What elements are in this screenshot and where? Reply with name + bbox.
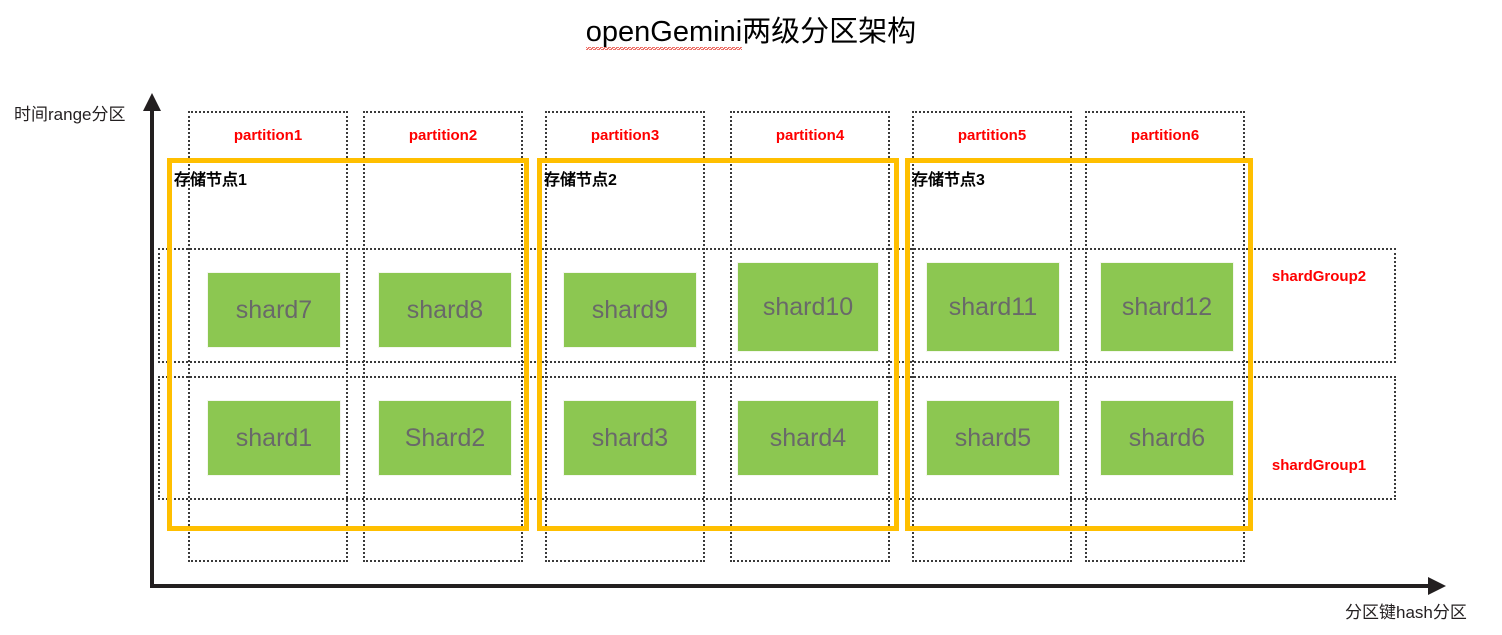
partition-column: partition2: [363, 111, 523, 562]
partition-column: partition1: [188, 111, 348, 562]
arrow-right-icon: [1428, 577, 1446, 595]
partition-label: partition3: [590, 127, 660, 144]
partition-label: partition2: [408, 127, 478, 144]
partition-column: partition4: [730, 111, 890, 562]
shard-box[interactable]: shard12: [1100, 262, 1234, 352]
shard-box[interactable]: shard1: [207, 400, 341, 476]
shard-box[interactable]: shard10: [737, 262, 879, 352]
shard-box[interactable]: shard6: [1100, 400, 1234, 476]
partition-label: partition4: [775, 127, 845, 144]
y-axis-label: 时间range分区: [14, 105, 126, 124]
shard-box[interactable]: shard5: [926, 400, 1060, 476]
arrow-up-icon: [143, 93, 161, 111]
page-title: openGemini两级分区架构: [0, 8, 1502, 50]
shard-box[interactable]: shard3: [563, 400, 697, 476]
storage-node-label: 存储节点2: [544, 172, 617, 189]
shard-box[interactable]: shard8: [378, 272, 512, 348]
shard-box[interactable]: Shard2: [378, 400, 512, 476]
x-axis-line: [150, 584, 1432, 588]
storage-node-box: [905, 158, 1253, 531]
partition-label: partition5: [957, 127, 1027, 144]
partition-label: partition1: [233, 127, 303, 144]
shard-box[interactable]: shard4: [737, 400, 879, 476]
shard-box[interactable]: shard9: [563, 272, 697, 348]
storage-node-box: [167, 158, 529, 531]
shard-group-label: shardGroup2: [1271, 268, 1367, 285]
shard-group-row: shardGroup1: [158, 376, 1396, 500]
shard-group-row: shardGroup2: [158, 248, 1396, 363]
x-axis-label: 分区键hash分区: [1345, 603, 1467, 622]
partition-column: partition3: [545, 111, 705, 562]
storage-node-label: 存储节点3: [912, 172, 985, 189]
title-cjk-part: 两级分区架构: [742, 16, 917, 48]
partition-column: partition5: [912, 111, 1072, 562]
shard-box[interactable]: shard7: [207, 272, 341, 348]
y-axis-line: [150, 108, 154, 588]
shard-group-label: shardGroup1: [1271, 457, 1367, 474]
title-latin-word: openGemini: [585, 16, 743, 50]
storage-node-label: 存储节点1: [174, 172, 247, 189]
partition-column: partition6: [1085, 111, 1245, 562]
shard-box[interactable]: shard11: [926, 262, 1060, 352]
storage-node-box: [537, 158, 899, 531]
partition-label: partition6: [1130, 127, 1200, 144]
